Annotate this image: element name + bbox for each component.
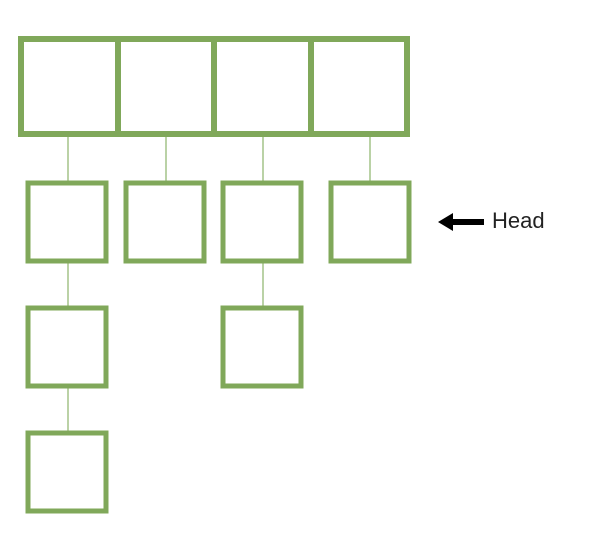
array-cell-col3 [211, 36, 314, 137]
node-stacks [25, 180, 412, 514]
node-row1-col3 [220, 180, 304, 264]
head-label: Head [492, 208, 545, 233]
node-row1-col4 [328, 180, 412, 264]
top-array [18, 36, 410, 137]
head-pointer [438, 213, 484, 231]
array-cell-col2 [115, 36, 217, 137]
arrow-left-icon [438, 213, 484, 231]
node-row2-col1 [25, 305, 109, 389]
node-row2-col3 [220, 305, 304, 389]
array-cell-col4 [308, 36, 410, 137]
node-row1-col1 [25, 180, 109, 264]
array-cell-col1 [18, 36, 121, 137]
connectors [67, 134, 371, 433]
node-row3-col1 [25, 430, 109, 514]
node-row1-col2 [123, 180, 207, 264]
